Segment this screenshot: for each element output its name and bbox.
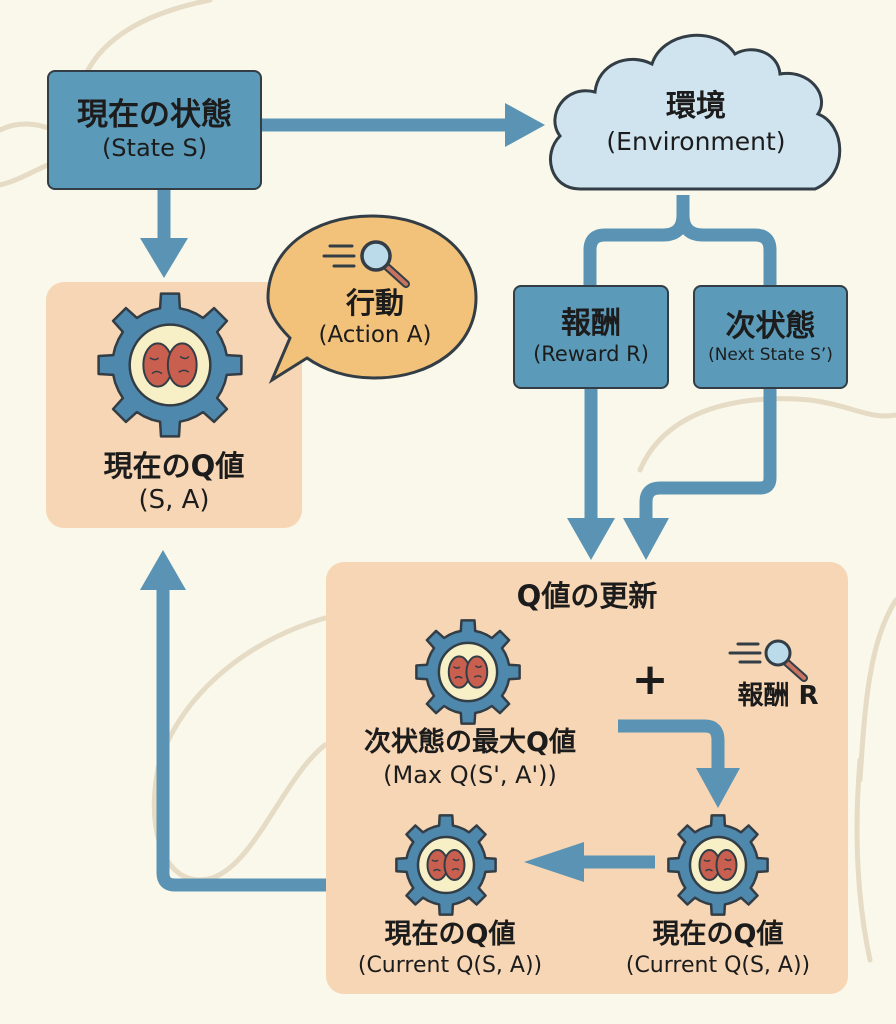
arrow-nextstate-to-update — [639, 388, 777, 520]
max-q-label: 次状態の最大Q値 (Max Q(S', A')) — [330, 726, 610, 790]
current-q-left-label: 現在のQ値 (Current Q(S, A)) — [330, 918, 570, 979]
current-q-right-label: 現在のQ値 (Current Q(S, A)) — [598, 918, 838, 979]
current-q-left-title: 現在のQ値 — [384, 919, 516, 950]
reward-title: 報酬 — [561, 306, 621, 342]
magnifier-icon — [728, 639, 808, 682]
background-curve — [637, 396, 896, 473]
brain-icon — [698, 849, 738, 881]
current-q-left-subtitle: (Current Q(S, A)) — [357, 952, 543, 978]
update-reward-label: 報酬 R — [737, 681, 819, 711]
action-label: 行動 (Action A) — [290, 285, 460, 350]
magnifier-icon — [322, 240, 410, 288]
arrowhead — [140, 550, 186, 590]
arrow-environment-split — [583, 195, 777, 285]
gear-brain-icon — [97, 292, 243, 438]
arrowhead — [696, 768, 740, 808]
cloud-shape — [549, 33, 842, 191]
current-q-title: 現在のQ値 — [103, 449, 245, 483]
arrowhead — [623, 518, 669, 560]
brain-icon — [426, 849, 466, 881]
brain-icon — [142, 342, 198, 388]
action-subtitle: (Action A) — [318, 322, 432, 349]
arrow-maxq-to-current — [618, 719, 725, 770]
action-title: 行動 — [345, 286, 404, 320]
current-q-subtitle: (S, A) — [138, 485, 210, 516]
environment-label: 環境 (Environment) — [560, 88, 832, 157]
plus-sign: + — [631, 654, 669, 705]
next-state-title: 次状態 — [725, 308, 816, 344]
background-curve — [0, 162, 51, 188]
update-panel-title: Q値の更新 — [516, 579, 658, 613]
background-curve — [0, 121, 51, 133]
bubble-shape — [266, 214, 478, 384]
max-q-title: 次状態の最大Q値 — [364, 727, 576, 758]
action-speech-bubble — [266, 214, 478, 384]
current-state-subtitle: (State S) — [101, 134, 208, 163]
current-q-right-subtitle: (Current Q(S, A)) — [625, 952, 811, 978]
next-state-box: 次状態 (Next State S’) — [693, 285, 848, 389]
environment-title: 環境 — [666, 89, 726, 124]
gear-brain-icon — [395, 814, 497, 916]
environment-subtitle: (Environment) — [606, 126, 786, 156]
arrow-loop-back — [156, 580, 326, 892]
arrowhead — [505, 103, 545, 147]
reward-box: 報酬 (Reward R) — [513, 285, 669, 389]
current-state-title: 現在の状態 — [77, 97, 232, 133]
background-curve — [854, 757, 873, 963]
environment-cloud — [549, 33, 842, 191]
max-q-subtitle: (Max Q(S', A')) — [383, 760, 557, 789]
q-update-panel — [326, 562, 848, 994]
current-q-label: 現在のQ値 (S, A) — [46, 448, 302, 517]
brain-icon — [447, 655, 489, 689]
gear-brain-icon — [667, 814, 769, 916]
reward-subtitle: (Reward R) — [533, 342, 649, 367]
gear-brain-icon — [415, 619, 521, 725]
arrowhead — [140, 238, 188, 278]
background-curve — [85, 0, 213, 73]
next-state-subtitle: (Next State S’) — [708, 344, 833, 365]
arrowhead — [567, 518, 615, 560]
current-q-right-title: 現在のQ値 — [652, 919, 784, 950]
current-state-box: 現在の状態 (State S) — [47, 70, 262, 190]
arrowhead — [524, 842, 584, 882]
background-curve — [857, 597, 896, 783]
